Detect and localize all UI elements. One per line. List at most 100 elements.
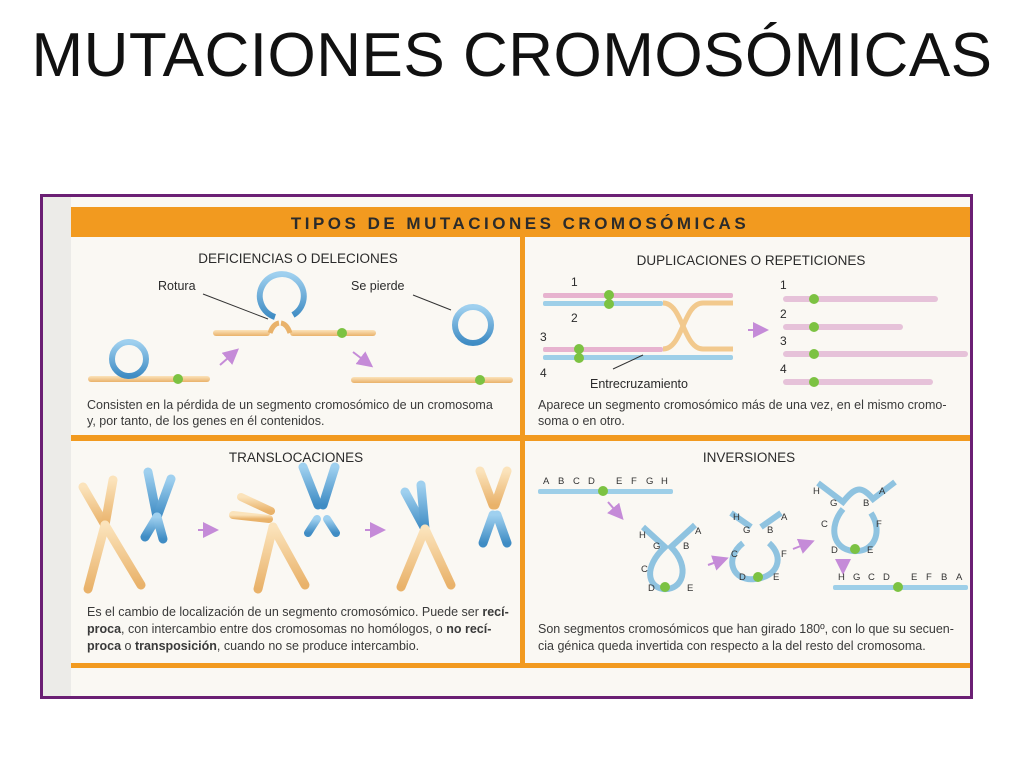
banner-title: TIPOS DE MUTACIONES CROMOSÓMICAS xyxy=(291,214,749,233)
centromere xyxy=(604,299,614,309)
centromere xyxy=(604,290,614,300)
inv-letter-1: H xyxy=(838,572,845,583)
duplicated-chromatids xyxy=(783,294,968,387)
translocated-chromosomes xyxy=(396,466,512,592)
label-entrecruzamiento: Entrecruzamiento xyxy=(590,377,688,391)
duplicaciones-desc-1: Aparece un segmento cromosómico más de u… xyxy=(538,398,947,412)
dup-result-4: 4 xyxy=(780,362,787,376)
centromere xyxy=(893,582,903,592)
chromosome-with-loop xyxy=(88,339,210,384)
centromere xyxy=(660,582,670,592)
duplicaciones-title: DUPLICACIONES O REPETICIONES xyxy=(637,253,866,268)
centromere xyxy=(809,349,819,359)
inversiones-desc-2: cia génica queda invertida con respecto … xyxy=(538,639,926,653)
translocaciones-desc-1: Es el cambio de localización de un segme… xyxy=(87,605,509,619)
loop3-letter-b: B xyxy=(863,498,869,509)
translocaciones-desc-2: proca, con intercambio entre dos cromoso… xyxy=(87,622,491,636)
deleciones-desc-2: y, por tanto, de los genes en él conteni… xyxy=(87,414,324,428)
chromosome-blue xyxy=(140,467,176,544)
arrow xyxy=(352,351,374,368)
panel-inversiones: INVERSIONES A B C D E F G H H G A B C D … xyxy=(538,450,968,653)
seq-letter-d: D xyxy=(588,476,595,487)
chromosome-orange xyxy=(78,475,146,594)
label-rotura: Rotura xyxy=(158,279,196,293)
loop1-letter-g: G xyxy=(653,541,660,552)
dup-number-2: 2 xyxy=(571,311,578,325)
centromere xyxy=(574,353,584,363)
centromere xyxy=(809,322,819,332)
loop2-letter-f: F xyxy=(781,549,787,560)
loop1-letter-e: E xyxy=(687,583,693,594)
loop3-letter-a: A xyxy=(879,486,886,497)
sequence-inverted: H G C D E F B A xyxy=(833,572,968,592)
arrow xyxy=(607,501,624,521)
seq-letter-f: F xyxy=(631,476,637,487)
banner-bar xyxy=(71,207,970,237)
loop1-letter-b: B xyxy=(683,541,689,552)
loop2-letter-e: E xyxy=(773,572,779,583)
dup-result-1: 1 xyxy=(780,278,787,292)
loop2-letter-g: G xyxy=(743,525,750,536)
centromere xyxy=(574,344,584,354)
crossing-chromatids xyxy=(543,290,733,363)
inv-letter-6: F xyxy=(926,572,932,583)
grid-bottom xyxy=(71,663,970,668)
loop3-letter-h: H xyxy=(813,486,820,497)
panel-duplicaciones: DUPLICACIONES O REPETICIONES 1 2 3 4 Ent… xyxy=(538,253,968,428)
panel-deleciones: DEFICIENCIAS O DELECIONES Rotura Se pier… xyxy=(87,251,513,428)
label-se-pierde: Se pierde xyxy=(351,279,405,293)
centromere xyxy=(809,377,819,387)
translocaciones-title: TRANSLOCACIONES xyxy=(229,450,363,465)
dup-number-4: 4 xyxy=(540,366,547,380)
lost-ring xyxy=(452,304,494,346)
seq-letter-e: E xyxy=(616,476,622,487)
loop3-letter-d: D xyxy=(831,545,838,556)
seq-letter-a: A xyxy=(543,476,550,487)
loop2-letter-b: B xyxy=(767,525,773,536)
panel-translocaciones: TRANSLOCACIONES xyxy=(78,450,512,653)
loop2-letter-d: D xyxy=(739,572,746,583)
loop3-letter-e: E xyxy=(867,545,873,556)
loop2-letter-a: A xyxy=(781,512,788,523)
grid-vertical xyxy=(520,237,525,667)
dup-number-1: 1 xyxy=(571,275,578,289)
deleted-chromosome xyxy=(351,375,513,385)
translocaciones-desc-3: proca o transposición, cuando no se prod… xyxy=(87,639,419,653)
sequence-original: A B C D E F G H xyxy=(538,476,673,496)
dup-number-3: 3 xyxy=(540,330,547,344)
slide-title: MUTACIONES CROMOSÓMICAS xyxy=(31,21,993,90)
inv-letter-2: G xyxy=(853,572,860,583)
inversiones-desc-1: Son segmentos cromosómicos que han girad… xyxy=(538,622,954,636)
loop1-letter-d: D xyxy=(648,583,655,594)
inv-letter-7: B xyxy=(941,572,947,583)
centromere xyxy=(475,375,485,385)
dup-result-2: 2 xyxy=(780,307,787,321)
broken-chromosomes xyxy=(229,462,340,594)
deleciones-title: DEFICIENCIAS O DELECIONES xyxy=(198,251,398,266)
centromere xyxy=(598,486,608,496)
dup-result-3: 3 xyxy=(780,334,787,348)
centromere xyxy=(850,544,860,554)
seq-letter-h: H xyxy=(661,476,668,487)
inversion-loop-1: H G A B C D E xyxy=(639,522,702,594)
duplicaciones-desc-2: soma o en otro. xyxy=(538,414,625,428)
arrow xyxy=(792,538,815,554)
inv-letter-4: D xyxy=(883,572,890,583)
seq-letter-b: B xyxy=(558,476,564,487)
inv-letter-5: E xyxy=(911,572,917,583)
loop3-letter-g: G xyxy=(830,498,837,509)
seq-letter-g: G xyxy=(646,476,653,487)
inv-letter-3: C xyxy=(868,572,875,583)
loop1-letter-a: A xyxy=(695,526,702,537)
deleciones-desc-1: Consisten en la pérdida de un segmento c… xyxy=(87,398,493,412)
loop3-letter-c: C xyxy=(821,519,828,530)
loop3-letter-f: F xyxy=(876,519,882,530)
loop1-letter-c: C xyxy=(641,564,648,575)
figure-frame: TIPOS DE MUTACIONES CROMOSÓMICAS DEFICIE… xyxy=(40,194,973,699)
arrow xyxy=(707,555,729,571)
inversion-loop-2: H G A B C F D E xyxy=(729,510,788,583)
centromere xyxy=(809,294,819,304)
grid-horizontal xyxy=(71,435,970,441)
seq-letter-c: C xyxy=(573,476,580,487)
loop1-letter-h: H xyxy=(639,530,646,541)
